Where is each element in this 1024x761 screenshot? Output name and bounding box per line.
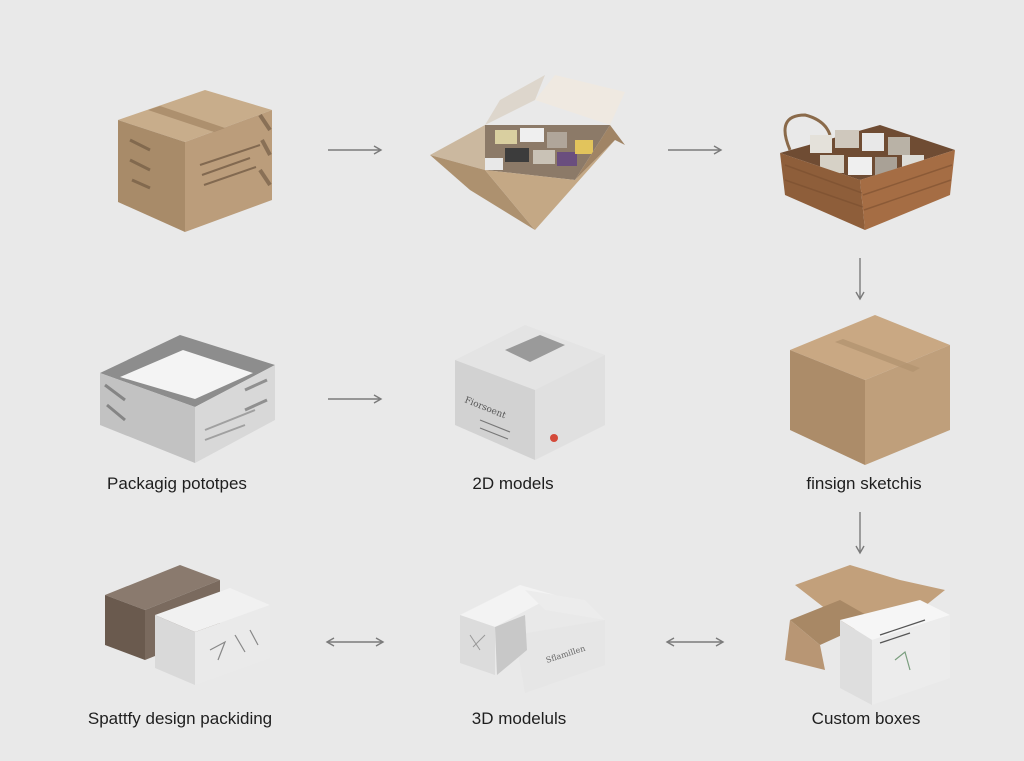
spatial-design-box-pair bbox=[105, 565, 270, 685]
arrow-right-3 bbox=[328, 394, 383, 404]
label-packaging-prototypes: Packagig pototpes bbox=[107, 474, 247, 493]
sealed-kraft-box bbox=[118, 90, 272, 232]
arrow-right-1 bbox=[328, 145, 383, 155]
label-custom-boxes: Custom boxes bbox=[811, 709, 921, 728]
wooden-tray-with-products bbox=[780, 113, 955, 230]
grey-open-tray-prototype bbox=[100, 335, 275, 463]
arrow-down-1 bbox=[855, 258, 865, 301]
white-puzzle-box: Fiorsoent bbox=[455, 325, 605, 460]
arrow-right-2 bbox=[668, 145, 723, 155]
label-2d-models: 2D models bbox=[472, 474, 554, 493]
open-box-with-products bbox=[430, 75, 625, 230]
arrow-down-2 bbox=[855, 512, 865, 555]
arrow-double-1 bbox=[325, 637, 385, 647]
label-design-sketches: finsign sketchis bbox=[806, 474, 922, 493]
custom-boxes-stack bbox=[785, 565, 950, 705]
arrow-double-2 bbox=[665, 637, 725, 647]
kraft-closed-box bbox=[790, 315, 950, 465]
label-3d-models: 3D modeluls bbox=[471, 709, 567, 728]
label-spatial-design: Spattfy design packiding bbox=[87, 709, 273, 728]
white-open-sleeve-model: Sflamillen bbox=[460, 585, 605, 693]
